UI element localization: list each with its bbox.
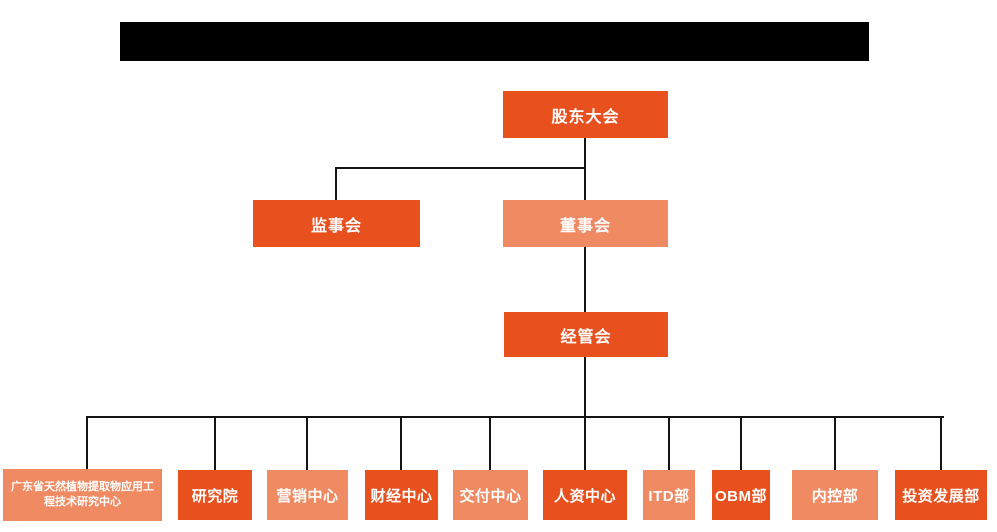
node-board-of-directors: 董事会 bbox=[503, 200, 668, 247]
node-dept-itd: ITD部 bbox=[643, 470, 695, 520]
connector-dept-drop bbox=[668, 416, 670, 470]
connector-dept-drop bbox=[740, 416, 742, 470]
node-supervisory-board: 监事会 bbox=[253, 200, 420, 247]
node-dept-finance-center: 财经中心 bbox=[365, 470, 438, 520]
connector-dept-drop bbox=[214, 416, 216, 470]
node-dept-marketing-center: 营销中心 bbox=[267, 470, 348, 520]
connector-dept-drop bbox=[584, 416, 586, 470]
connector-root-down bbox=[584, 138, 586, 201]
connector-level2-horizontal bbox=[335, 167, 585, 169]
connector-dept-drop bbox=[306, 416, 308, 470]
node-shareholders-meeting: 股东大会 bbox=[503, 91, 668, 138]
node-dept-hr-center: 人资中心 bbox=[543, 470, 627, 520]
connector-board-to-mgmt bbox=[584, 247, 586, 313]
connector-supervisory-drop bbox=[335, 167, 337, 201]
node-dept-research-institute: 研究院 bbox=[178, 470, 252, 520]
node-dept-internal-control: 内控部 bbox=[792, 470, 878, 520]
node-dept-research-center: 广东省天然植物提取物应用工程技术研究中心 bbox=[3, 469, 162, 521]
connector-dept-drop bbox=[489, 416, 491, 470]
connector-departments-horizontal bbox=[86, 416, 944, 418]
node-dept-obm: OBM部 bbox=[712, 470, 770, 520]
node-dept-investment-development: 投资发展部 bbox=[895, 470, 987, 520]
node-dept-delivery-center: 交付中心 bbox=[453, 470, 528, 520]
connector-dept-drop bbox=[86, 416, 88, 470]
node-management-committee: 经管会 bbox=[504, 312, 668, 357]
connector-dept-drop bbox=[940, 416, 942, 470]
connector-dept-drop bbox=[834, 416, 836, 470]
connector-mgmt-down bbox=[584, 357, 586, 417]
redacted-title-bar bbox=[120, 22, 869, 61]
connector-dept-drop bbox=[400, 416, 402, 470]
